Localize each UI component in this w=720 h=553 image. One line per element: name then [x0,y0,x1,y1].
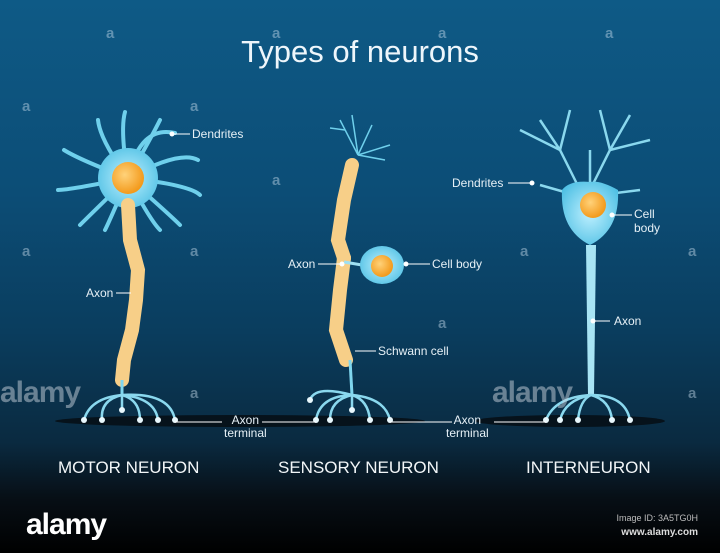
motor-neuron [56,110,202,423]
watermark: a [190,243,199,260]
watermark: a [438,315,447,332]
watermark: a [272,172,281,189]
sensory-neuron [307,114,430,423]
watermark: a [190,98,199,115]
footer-image-id: Image ID: 3A5TG0H [616,513,698,523]
watermark: a [438,25,447,42]
watermark-logo: alamy [492,376,573,409]
watermark: a [272,25,281,42]
inter-cell-label: Cell [634,207,655,221]
caption-interneuron: INTERNEURON [526,458,651,477]
caption-sensory: SENSORY NEURON [278,458,439,477]
watermark: a [106,25,115,42]
watermark: a [688,243,697,260]
watermark: a [22,98,31,115]
watermark: a [520,243,529,260]
sensory-cell-body-label: Cell body [432,257,483,271]
diagram-title: Types of neurons [241,34,479,69]
watermark: a [605,25,614,42]
interneuron [508,109,651,423]
motor-dendrites-label: Dendrites [192,127,244,141]
watermark: a [190,385,199,402]
schwann-cell-label: Schwann cell [378,344,449,358]
axon-terminal-label-2: Axon terminal [446,413,489,440]
inter-axon-label: Axon [614,314,642,328]
caption-motor: MOTOR NEURON [58,458,200,477]
axon-terminal-label-1: Axon terminal [224,413,267,440]
sensory-axon-label: Axon [288,257,316,271]
inter-body-label: body [634,221,661,235]
motor-axon-label: Axon [86,286,114,300]
footer-logo: alamy [26,508,107,541]
watermark: a [688,385,697,402]
watermark-logo: alamy [0,376,81,409]
footer-url: www.alamy.com [621,527,698,538]
watermark: a [22,243,31,260]
inter-dendrites-label: Dendrites [452,176,504,190]
